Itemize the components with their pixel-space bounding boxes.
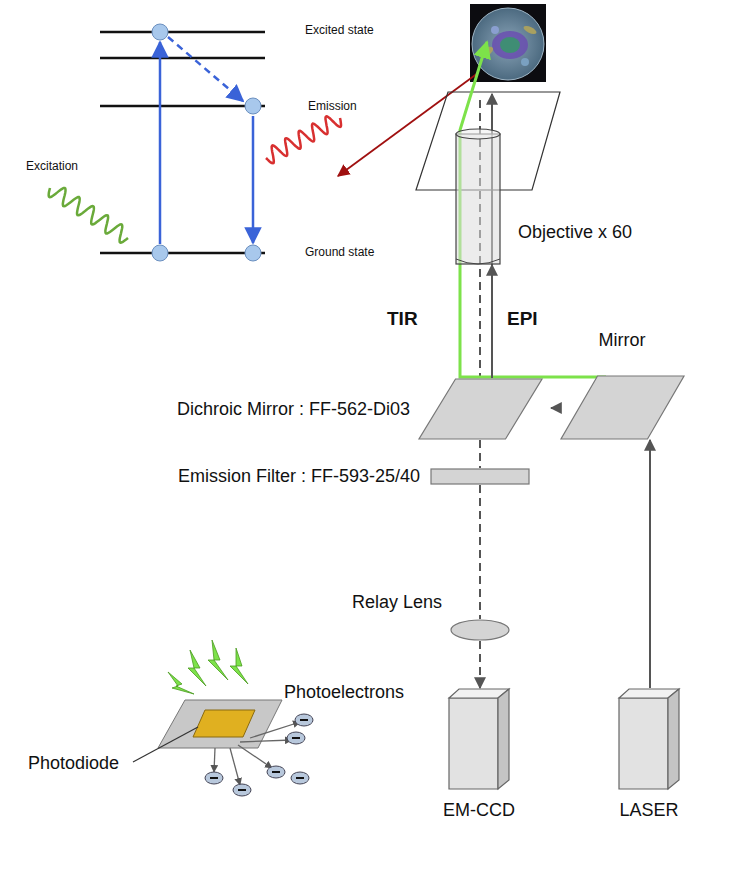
optical-component: Relay Lens	[350, 590, 512, 643]
component-label: LASER	[619, 800, 678, 821]
text-label: Ground state	[305, 246, 374, 260]
electron-charge	[292, 737, 300, 739]
energy-levels	[100, 32, 265, 253]
beam-connector	[551, 407, 560, 409]
electron	[205, 772, 223, 784]
electron	[291, 772, 309, 784]
electron-charge	[296, 777, 304, 779]
text-label: Excitation	[26, 160, 78, 174]
component-shape	[418, 378, 543, 440]
text-label: EPI	[507, 308, 538, 330]
beam-connector	[491, 265, 493, 378]
electron	[287, 732, 305, 744]
electrons	[205, 714, 313, 796]
component-label: Mirror	[599, 330, 646, 351]
text-label: Photodiode	[28, 753, 119, 774]
beam-connector	[649, 440, 651, 688]
component-label: Relay Lens	[352, 592, 442, 613]
electron-charge	[210, 777, 218, 779]
beam-connector	[479, 485, 481, 619]
electron	[295, 714, 313, 726]
objective-top	[456, 129, 500, 139]
optical-component: EM-CCD	[441, 686, 517, 823]
leader-line	[133, 727, 198, 762]
box-front	[449, 698, 498, 789]
beam-connector	[479, 440, 481, 468]
objective-base	[456, 259, 500, 264]
component-shape	[430, 468, 530, 485]
excitation-wave	[49, 188, 128, 243]
photodiode-figure	[158, 640, 313, 796]
electron-charge	[272, 771, 280, 773]
box-front	[619, 698, 668, 789]
component-label: Emission Filter : FF-593-25/40	[178, 466, 420, 487]
text-label: Emission	[308, 100, 357, 114]
electron-charge	[300, 719, 308, 721]
optical-component: LASER	[616, 686, 682, 823]
state-dots	[152, 24, 261, 261]
text-label: Photoelectrons	[284, 682, 404, 703]
component-shape	[448, 688, 510, 790]
component-label: Objective x 60	[518, 222, 632, 243]
objective-body	[456, 134, 500, 264]
filter-plate	[431, 469, 529, 484]
cell-image	[470, 4, 546, 82]
box-side	[498, 689, 509, 789]
electron	[233, 784, 251, 796]
text-label: Excited state	[305, 24, 374, 38]
optical-component: Mirror	[558, 328, 687, 442]
component-shape	[560, 375, 685, 440]
electron	[267, 766, 285, 778]
transition-arrows	[160, 37, 253, 244]
lens	[451, 620, 509, 640]
optical-component: Emission Filter : FF-593-25/40	[176, 464, 532, 489]
component-shape	[450, 619, 510, 641]
mirror-plate	[561, 376, 684, 439]
electron-charge	[238, 789, 246, 791]
beam-connector	[479, 641, 481, 688]
mirror-plate	[419, 379, 542, 439]
optical-component: Dichroic Mirror : FF-562-Di03	[175, 376, 545, 442]
component-shape	[618, 688, 680, 790]
component-label: Dichroic Mirror : FF-562-Di03	[177, 399, 410, 420]
optical-component: Objective x 60	[453, 126, 634, 267]
emission-wave	[266, 116, 341, 163]
text-label: TIR	[387, 308, 418, 330]
component-shape	[455, 128, 501, 265]
component-label: EM-CCD	[443, 800, 515, 821]
box-side	[668, 689, 679, 789]
